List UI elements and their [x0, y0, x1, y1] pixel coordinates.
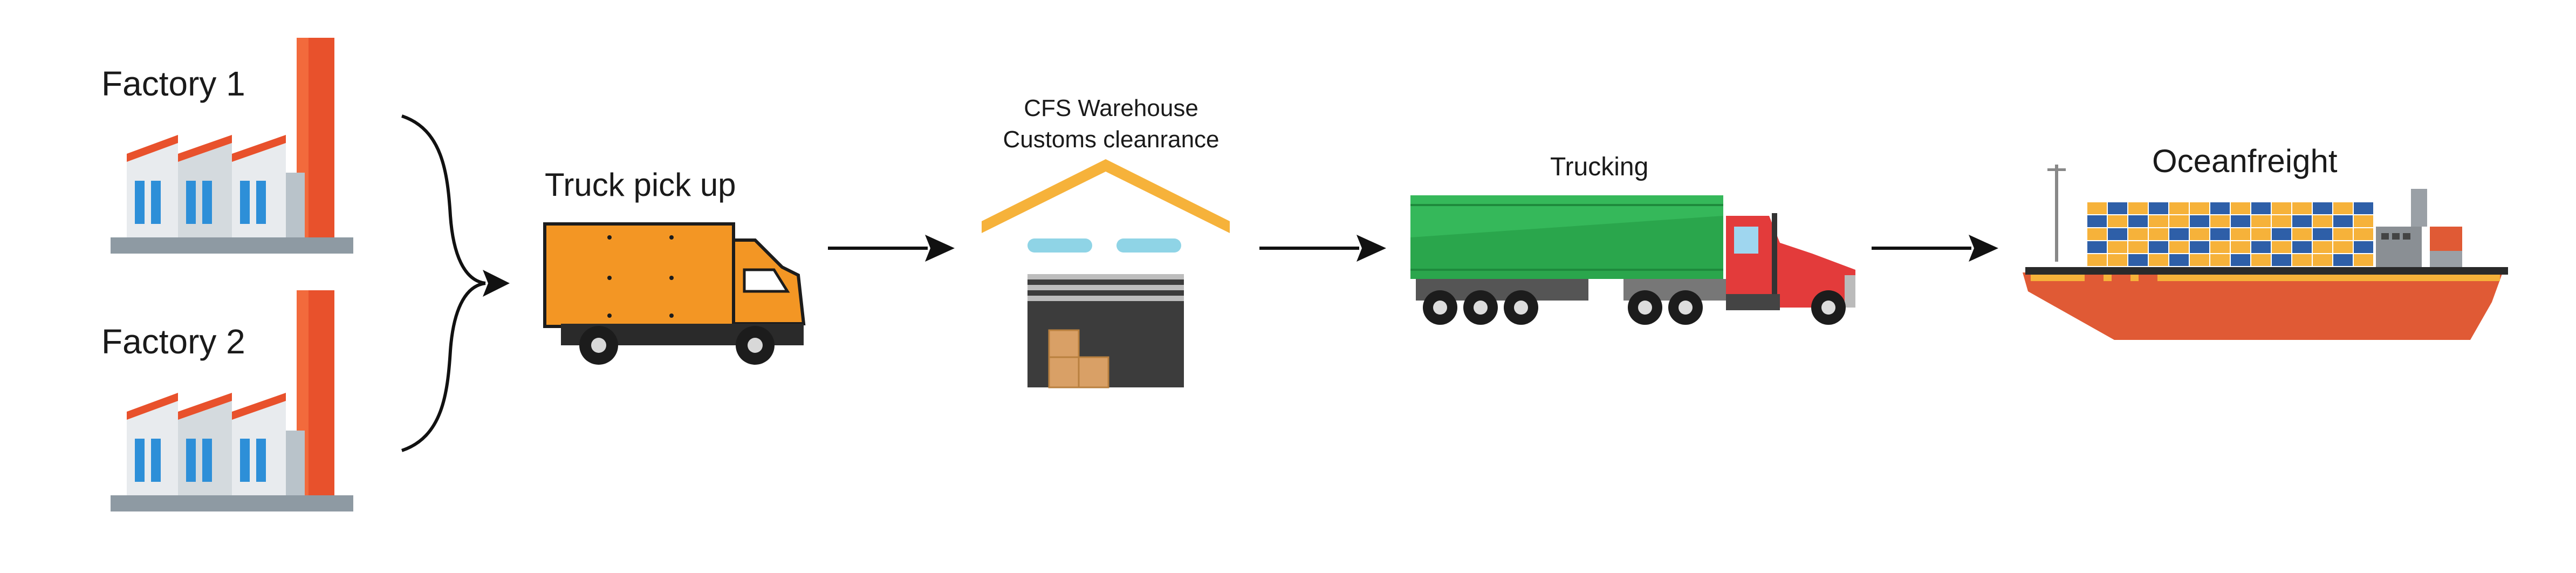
merge-arrow-icon — [401, 114, 510, 452]
ship-container — [2251, 241, 2271, 253]
ship-container — [2354, 228, 2373, 240]
ship-container — [2169, 254, 2189, 266]
ship-container — [2108, 228, 2127, 240]
ship-container — [2231, 241, 2250, 253]
ship-container — [2292, 241, 2312, 253]
ship-container — [2108, 202, 2127, 214]
box-truck-icon — [543, 222, 806, 365]
factory-1-label: Factory 1 — [101, 64, 245, 103]
ship-container — [2251, 228, 2271, 240]
ship-container — [2190, 254, 2209, 266]
ship-container — [2333, 254, 2353, 266]
ship-container — [2313, 202, 2332, 214]
warehouse-icon — [982, 159, 1230, 388]
ship-container — [2313, 241, 2332, 253]
ship-container — [2333, 228, 2353, 240]
factory-2-label: Factory 2 — [101, 322, 245, 361]
ship-container — [2354, 202, 2373, 214]
ship-container — [2149, 215, 2168, 227]
ship-container — [2087, 202, 2107, 214]
ship-container — [2292, 228, 2312, 240]
factory-2-icon — [111, 290, 353, 511]
cfs-warehouse-label: CFS Warehouse Customs cleanrance — [965, 93, 1257, 155]
ship-container — [2313, 215, 2332, 227]
ship-container — [2210, 202, 2230, 214]
ship-container — [2231, 215, 2250, 227]
ship-container — [2190, 215, 2209, 227]
ship-container — [2333, 241, 2353, 253]
ship-container — [2128, 241, 2148, 253]
ship-container — [2108, 241, 2127, 253]
ship-container — [2087, 215, 2107, 227]
factory-1-icon — [111, 38, 353, 254]
ship-container — [2313, 254, 2332, 266]
ship-container — [2292, 215, 2312, 227]
ship-container — [2354, 254, 2373, 266]
ship-container — [2108, 254, 2127, 266]
ship-container — [2149, 202, 2168, 214]
ship-container — [2169, 202, 2189, 214]
ship-container — [2251, 215, 2271, 227]
ship-container — [2272, 215, 2291, 227]
trucking-label: Trucking — [1550, 153, 1649, 181]
ship-container — [2210, 228, 2230, 240]
semi-truck-icon — [1410, 195, 1855, 325]
ship-container — [2169, 241, 2189, 253]
ship-container — [2251, 202, 2271, 214]
ship-container — [2313, 228, 2332, 240]
ship-container — [2087, 228, 2107, 240]
ship-container — [2333, 215, 2353, 227]
ship-container — [2190, 202, 2209, 214]
ship-container — [2169, 228, 2189, 240]
ship-container — [2272, 202, 2291, 214]
ship-container — [2354, 241, 2373, 253]
ship-container — [2333, 202, 2353, 214]
ship-container — [2149, 241, 2168, 253]
arrow-icon-1 — [828, 235, 955, 262]
ship-container — [2128, 254, 2148, 266]
ship-container — [2087, 241, 2107, 253]
cfs-warehouse-line: CFS Warehouse — [1024, 95, 1198, 121]
ship-container — [2272, 228, 2291, 240]
ship-container — [2272, 241, 2291, 253]
ship-container — [2292, 254, 2312, 266]
ship-container — [2231, 254, 2250, 266]
container-ship-icon — [2023, 165, 2508, 340]
arrow-icon-3 — [1872, 235, 1998, 262]
ship-container — [2190, 241, 2209, 253]
ship-container — [2169, 215, 2189, 227]
ship-container — [2128, 228, 2148, 240]
ship-container — [2354, 215, 2373, 227]
ship-container — [2251, 254, 2271, 266]
ship-container — [2190, 228, 2209, 240]
ship-container — [2210, 215, 2230, 227]
arrow-icon-2 — [1259, 235, 1386, 262]
ship-container — [2108, 215, 2127, 227]
ship-container — [2231, 228, 2250, 240]
ship-container — [2231, 202, 2250, 214]
ship-container — [2128, 202, 2148, 214]
ship-container — [2087, 254, 2107, 266]
ship-container — [2149, 228, 2168, 240]
ship-container — [2210, 241, 2230, 253]
ship-container — [2149, 254, 2168, 266]
ship-container — [2292, 202, 2312, 214]
ship-container — [2128, 215, 2148, 227]
ship-container — [2210, 254, 2230, 266]
ship-container — [2272, 254, 2291, 266]
oceanfreight-label: Oceanfreight — [2152, 143, 2338, 179]
customs-clearance-line: Customs cleanrance — [1003, 126, 1220, 153]
truck-pickup-label: Truck pick up — [545, 167, 736, 203]
